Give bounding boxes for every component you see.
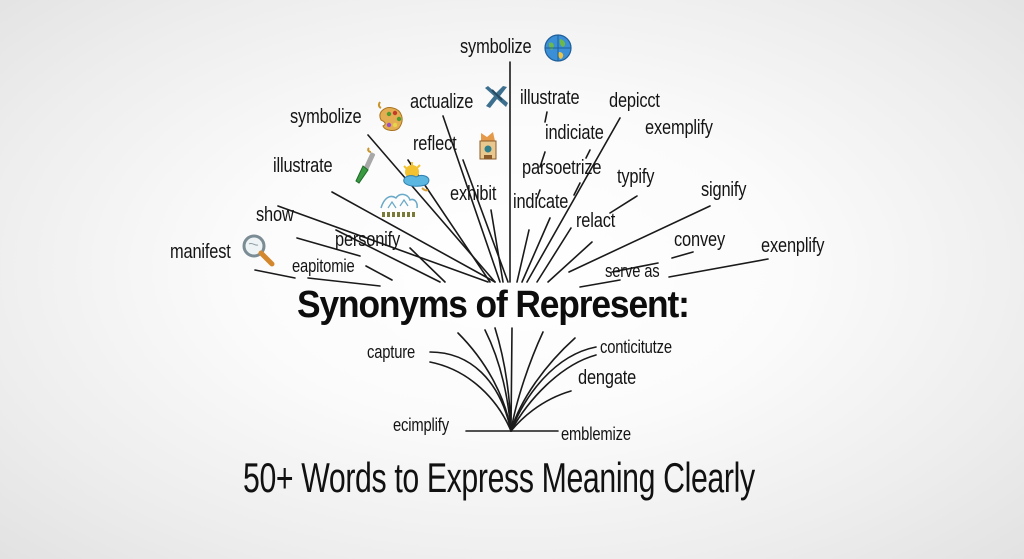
globe-icon [544, 34, 572, 62]
word-serve-as: serve as [605, 261, 660, 281]
word-indicate: indicate [513, 191, 569, 213]
palette-icon [377, 101, 403, 131]
word-eapitomie: eapitomie [292, 256, 355, 276]
word-indiciate: indiciate [545, 122, 604, 144]
brush-icon [355, 147, 376, 184]
landscape-icon [380, 193, 418, 217]
word-symbolize-left: symbolize [290, 106, 362, 128]
word-symbolize-top: symbolize [460, 36, 532, 58]
word-emblemize: emblemize [561, 424, 631, 444]
word-show: show [256, 204, 294, 226]
word-dengate: dengate [578, 367, 637, 389]
word-conticitutze: conticitutze [600, 337, 672, 357]
word-ecimplify: ecimplify [393, 415, 449, 435]
word-exemplify: exemplify [645, 117, 713, 139]
shrine-icon [479, 132, 497, 160]
word-illustrate-top: illustrate [520, 87, 580, 109]
word-typify: typify [617, 166, 655, 188]
page-subtitle: 50+ Words to Express Meaning Clearly [243, 454, 755, 501]
word-depicct: depicct [609, 90, 660, 112]
word-personify: personify [335, 229, 401, 251]
magnifier-icon [242, 234, 275, 267]
page-title: Synonyms of Represent: [297, 284, 690, 326]
word-convey: convey [674, 229, 725, 251]
word-actualize: actualize [410, 91, 474, 113]
word-capture: capture [367, 342, 416, 362]
word-reflect: reflect [413, 133, 457, 155]
word-parsoetrize: parsoetrize [522, 157, 602, 179]
word-illustrate-left: illustrate [273, 155, 333, 177]
word-signify: signify [701, 179, 747, 201]
word-exhibit: exhibit [450, 183, 497, 205]
word-relact: relact [576, 210, 616, 232]
word-manifest: manifest [170, 241, 231, 263]
satellite-icon [485, 86, 508, 108]
weather-icon [403, 162, 430, 192]
word-exenplify: exenplify [761, 235, 825, 257]
